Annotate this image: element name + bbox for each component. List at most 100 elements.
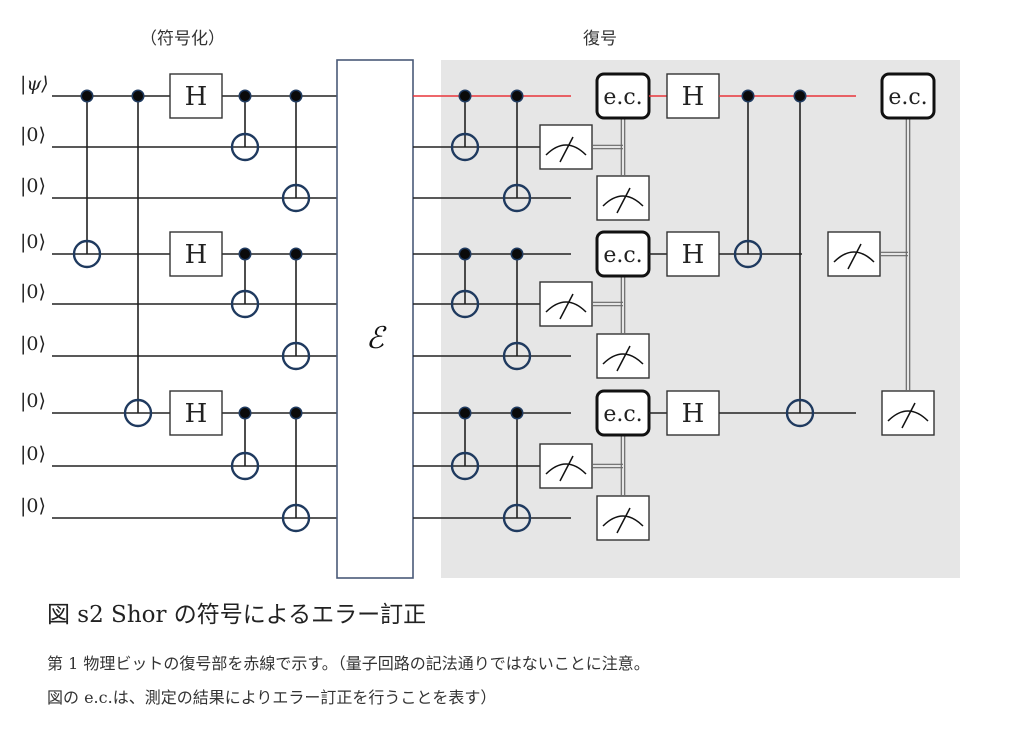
- cnot-target-icon: [230, 451, 260, 481]
- decoding-section-label: 復号: [583, 29, 617, 49]
- cnot-target-icon: [502, 341, 532, 371]
- qubit-label: |0⟩: [20, 333, 46, 355]
- measurement-box: [596, 175, 650, 221]
- meter-arc-icon: [887, 410, 929, 422]
- cnot-target-icon: [733, 239, 763, 269]
- cnot-target-icon: [123, 398, 153, 428]
- meter-needle-icon: [559, 136, 574, 163]
- measurement-box: [539, 443, 593, 489]
- measurement-gate: [596, 175, 650, 221]
- classical-wire: [620, 435, 626, 496]
- meter-arc-icon: [602, 195, 644, 207]
- measurement-gate: [539, 124, 593, 170]
- control-dot: [240, 408, 250, 418]
- meter-needle-icon: [559, 455, 574, 482]
- meter-arc-icon: [833, 251, 875, 263]
- control-dot: [240, 249, 250, 259]
- qubit-label: |ψ⟩: [20, 73, 49, 95]
- error-correction-gate: e.c.: [880, 72, 936, 120]
- measurement-box: [881, 390, 935, 436]
- error-channel-label: ℰ: [366, 321, 387, 356]
- quantum-circuit: |ψ⟩|0⟩|0⟩|0⟩|0⟩|0⟩|0⟩|0⟩|0⟩HHHℰe.c.He.c.…: [20, 59, 960, 579]
- hadamard-label: H: [682, 399, 705, 429]
- hadamard-box: [169, 73, 223, 119]
- error-correction-gate: e.c.: [595, 230, 651, 278]
- cnot-target-icon: [230, 289, 260, 319]
- classical-wire: [592, 463, 623, 469]
- control-dot: [460, 91, 470, 101]
- hadamard-gate: H: [666, 390, 720, 436]
- meter-needle-icon: [616, 507, 631, 534]
- hadamard-box: [666, 231, 720, 277]
- hadamard-gate: H: [666, 231, 720, 277]
- classical-wire: [905, 118, 911, 391]
- measurement-gate: [596, 333, 650, 379]
- qubit-label: |0⟩: [20, 390, 46, 412]
- error-channel-block: [336, 59, 414, 579]
- meter-arc-icon: [545, 301, 587, 313]
- control-dot: [512, 91, 522, 101]
- hadamard-box: [666, 390, 720, 436]
- qubit-label: |0⟩: [20, 231, 46, 253]
- cnot-target-icon: [502, 503, 532, 533]
- hadamard-box: [169, 231, 223, 277]
- hadamard-label: H: [682, 82, 705, 112]
- measurement-box: [539, 124, 593, 170]
- hadamard-box: [169, 390, 223, 436]
- cnot-target-icon: [450, 132, 480, 162]
- control-dot: [512, 408, 522, 418]
- control-dot: [291, 408, 301, 418]
- meter-needle-icon: [616, 345, 631, 372]
- measurement-box: [827, 231, 881, 277]
- hadamard-box: [666, 73, 720, 119]
- meter-arc-icon: [545, 144, 587, 156]
- figure-caption-line-1: 第 1 物理ビットの復号部を赤線で示す。（量子回路の記法通りではないことに注意。: [47, 654, 650, 673]
- hadamard-label: H: [185, 240, 208, 270]
- measurement-gate: [596, 495, 650, 541]
- control-dot: [512, 249, 522, 259]
- classical-wire: [880, 251, 908, 257]
- qubit-label: |0⟩: [20, 281, 46, 303]
- classical-wire: [592, 144, 623, 150]
- error-correction-gate: e.c.: [595, 72, 651, 120]
- control-dot: [460, 249, 470, 259]
- hadamard-label: H: [682, 240, 705, 270]
- measurement-box: [596, 495, 650, 541]
- control-dot: [240, 91, 250, 101]
- cnot-target-icon: [281, 183, 311, 213]
- decoding-panel: [441, 60, 960, 578]
- cnot-target-icon: [502, 183, 532, 213]
- control-dot: [82, 91, 92, 101]
- figure-title: 図 s2 Shor の符号によるエラー訂正: [47, 602, 427, 628]
- error-correction-label: e.c.: [603, 243, 642, 268]
- control-dot: [133, 91, 143, 101]
- classical-wire: [592, 301, 623, 307]
- hadamard-gate: H: [666, 73, 720, 119]
- error-correction-gate: e.c.: [595, 389, 651, 437]
- error-correction-label: e.c.: [603, 85, 642, 110]
- classical-wire: [620, 118, 626, 176]
- cnot-target-icon: [72, 239, 102, 269]
- control-dot: [743, 91, 753, 101]
- hadamard-label: H: [185, 399, 208, 429]
- meter-needle-icon: [901, 402, 916, 429]
- measurement-box: [596, 333, 650, 379]
- measurement-gate: [827, 231, 881, 277]
- hadamard-label: H: [185, 82, 208, 112]
- qubit-label: |0⟩: [20, 124, 46, 146]
- meter-needle-icon: [847, 243, 862, 270]
- control-dot: [460, 408, 470, 418]
- measurement-gate: [539, 281, 593, 327]
- error-correction-label: e.c.: [888, 85, 927, 110]
- control-dot: [291, 249, 301, 259]
- meter-needle-icon: [616, 187, 631, 214]
- meter-arc-icon: [545, 463, 587, 475]
- classical-wire: [620, 276, 626, 334]
- cnot-target-icon: [450, 451, 480, 481]
- measurement-gate: [881, 390, 935, 436]
- qubit-label: |0⟩: [20, 443, 46, 465]
- hadamard-gate: H: [169, 231, 223, 277]
- error-correction-box: [880, 72, 936, 120]
- qubit-label: |0⟩: [20, 495, 46, 517]
- cnot-target-icon: [230, 132, 260, 162]
